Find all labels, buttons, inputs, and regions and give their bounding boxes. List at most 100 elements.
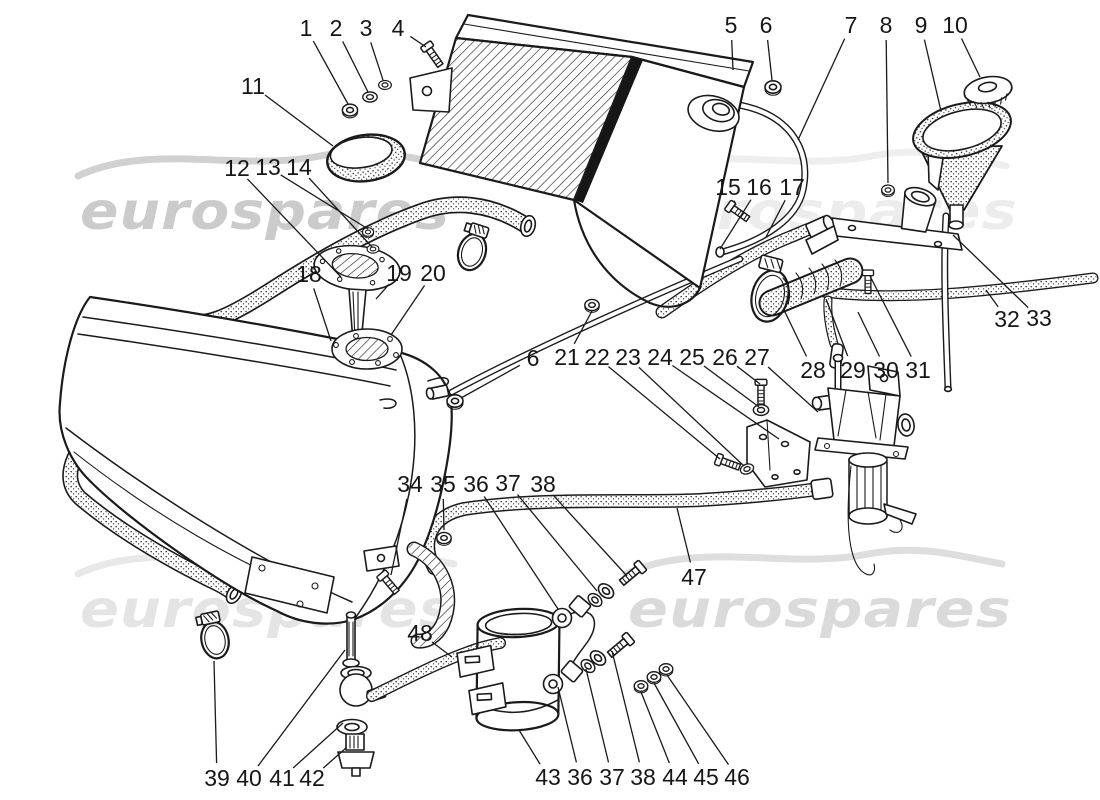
leader-line-17: [765, 199, 786, 238]
leader-line-12: [246, 178, 342, 278]
nut-13: [361, 227, 375, 239]
leader-line-10: [960, 38, 981, 78]
callout-39: 39: [204, 660, 230, 791]
callout-24: 24: [647, 344, 780, 440]
filler-neck: [900, 186, 937, 233]
callout-18: 18: [296, 261, 332, 342]
part-number-40: 40: [236, 765, 262, 791]
part-number-46: 46: [724, 764, 750, 790]
leader-line-8: [885, 39, 889, 184]
part-number-45: 45: [693, 764, 719, 790]
leader-line-32: [985, 289, 999, 308]
part-number-6: 6: [760, 12, 773, 38]
callout-43: 43: [518, 729, 561, 790]
part-number-15: 15: [715, 174, 741, 200]
callout-8: 8: [880, 12, 893, 184]
callout-12: 12: [224, 155, 342, 278]
drain-assembly: [336, 611, 387, 777]
part-number-41: 41: [269, 765, 295, 791]
leader-line-36: [483, 496, 559, 610]
bolt-22: [713, 452, 743, 474]
part-number-25: 25: [679, 344, 705, 370]
pipe-33: [945, 216, 953, 393]
leader-line-7: [797, 38, 846, 141]
leader-line-16: [719, 199, 752, 250]
part-number-47: 47: [681, 564, 707, 590]
leader-line-33: [952, 234, 1029, 309]
leader-line-36: [557, 686, 578, 763]
nut-8: [880, 184, 896, 198]
leader-line-14: [308, 177, 373, 248]
part-number-27: 27: [744, 344, 770, 370]
part-number-42: 42: [299, 765, 325, 791]
hose-32: [824, 278, 1093, 296]
tank-outlet-stub: [425, 384, 450, 400]
leader-line-47: [676, 507, 692, 563]
part-number-1: 1: [300, 15, 313, 41]
part-number-32: 32: [994, 306, 1020, 332]
washer-14: [366, 244, 380, 254]
leader-line-38: [611, 650, 641, 763]
callout-35: 35: [430, 471, 456, 531]
leader-line-28: [783, 309, 808, 357]
callout-3: 3: [360, 15, 384, 81]
part-number-4: 4: [392, 15, 405, 41]
leader-line-22: [608, 366, 721, 460]
leader-line-4: [410, 35, 427, 48]
leader-line-31: [869, 275, 912, 357]
part-number-43: 43: [535, 764, 561, 790]
leader-line-18: [313, 288, 332, 342]
leader-line-6: [766, 39, 773, 81]
part-number-39: 39: [204, 765, 230, 791]
nut-1: [341, 103, 359, 119]
filter-bail-wire: [847, 465, 876, 576]
leader-line-24: [672, 364, 780, 440]
nut-35: [436, 531, 452, 547]
callout-41: 41: [269, 722, 344, 791]
bolt-26: [754, 378, 768, 405]
callout-38: 38: [530, 471, 628, 577]
leader-line-35: [442, 498, 445, 531]
leader-line-3: [370, 42, 384, 81]
part-number-36: 36: [463, 471, 489, 497]
watermark-text: eurospares: [80, 182, 450, 242]
callout-48: 48: [407, 620, 453, 658]
callout-4: 4: [392, 15, 427, 48]
callout-28: 28: [783, 309, 826, 383]
callout-6: 6: [760, 12, 773, 81]
part-number-22: 22: [584, 344, 610, 370]
pump-bracket-24: [746, 419, 811, 488]
callout-25: 25: [679, 344, 760, 408]
callout-9: 9: [915, 12, 942, 112]
part-number-29: 29: [840, 357, 866, 383]
leader-line-11: [264, 94, 334, 147]
leader-line-2: [342, 41, 369, 93]
part-number-10: 10: [942, 12, 968, 38]
filler-hose-29: [750, 254, 850, 323]
callout-13: 13: [255, 154, 369, 230]
fuel-pump: [811, 353, 917, 576]
surge-tank: [409, 13, 755, 308]
part-number-26: 26: [712, 344, 738, 370]
nut-45: [646, 671, 662, 685]
vent-pipe-7: [715, 104, 805, 258]
part-number-16: 16: [746, 174, 772, 200]
washer-3: [378, 79, 392, 91]
leader-line-42: [322, 747, 347, 769]
callout-38: 38: [611, 650, 656, 790]
callout-37: 37: [495, 470, 598, 592]
leader-line-23: [638, 366, 745, 467]
banjo-cluster-upper: [551, 559, 648, 629]
callout-26: 26: [712, 344, 761, 385]
leader-line-21: [573, 310, 593, 345]
part-number-2: 2: [330, 15, 343, 41]
part-number-38: 38: [530, 471, 556, 497]
part-number-37: 37: [599, 764, 625, 790]
part-number-24: 24: [647, 344, 673, 370]
callout-36: 36: [557, 686, 593, 790]
hose-end-opening: [519, 214, 537, 238]
part-number-9: 9: [915, 12, 928, 38]
part-number-8: 8: [880, 12, 893, 38]
rubber-grommet-11: [326, 133, 406, 183]
